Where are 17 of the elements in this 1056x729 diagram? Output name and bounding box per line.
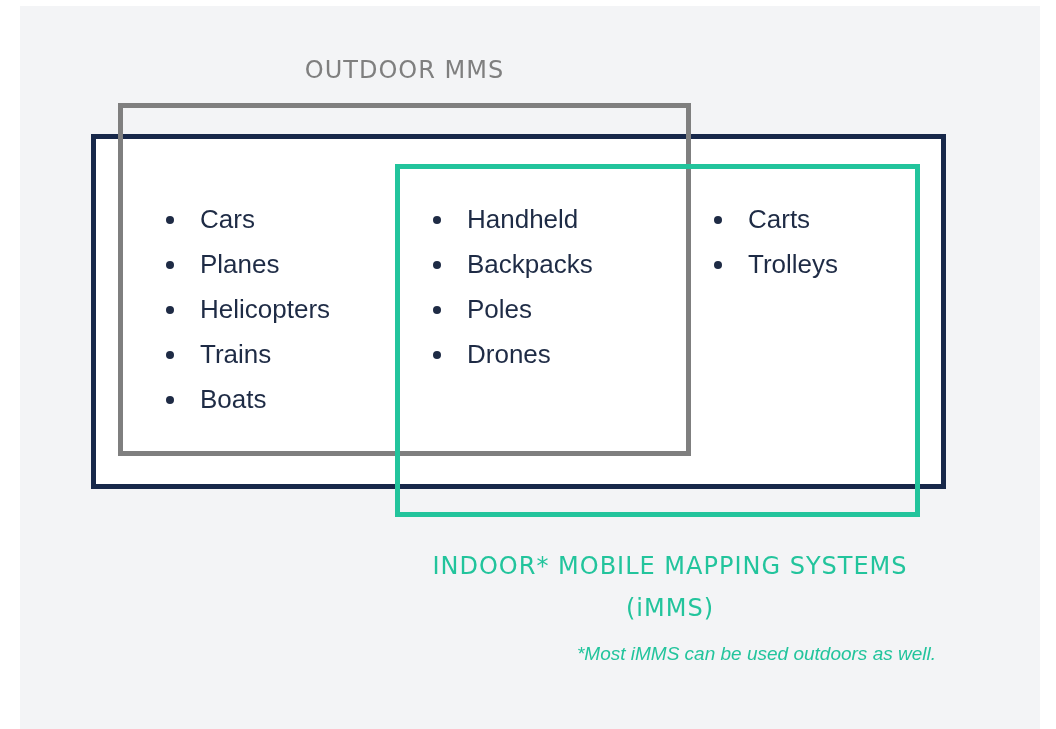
list-item: Poles — [467, 294, 533, 324]
region-heading: INDOOR* MOBILE MAPPING SYSTEMS (iMMS) — [431, 551, 909, 624]
list-item: Drones — [467, 339, 551, 369]
list-item: Carts — [748, 204, 811, 234]
list-item: Helicopters — [200, 294, 331, 324]
outline-box — [91, 134, 946, 489]
list-item: Boats — [200, 384, 267, 414]
category-box — [118, 103, 691, 456]
category-box — [395, 164, 920, 517]
list-item: Cars — [200, 204, 255, 234]
region-heading: OUTDOOR MMS — [303, 55, 506, 85]
footnote: *Most iMMS can be used outdoors as well. — [575, 643, 936, 665]
list-item: Trains — [200, 339, 272, 369]
list-item: Planes — [200, 249, 280, 279]
list-item: Backpacks — [467, 249, 593, 279]
list-item: Trolleys — [748, 249, 839, 279]
list-item: Handheld — [467, 204, 579, 234]
